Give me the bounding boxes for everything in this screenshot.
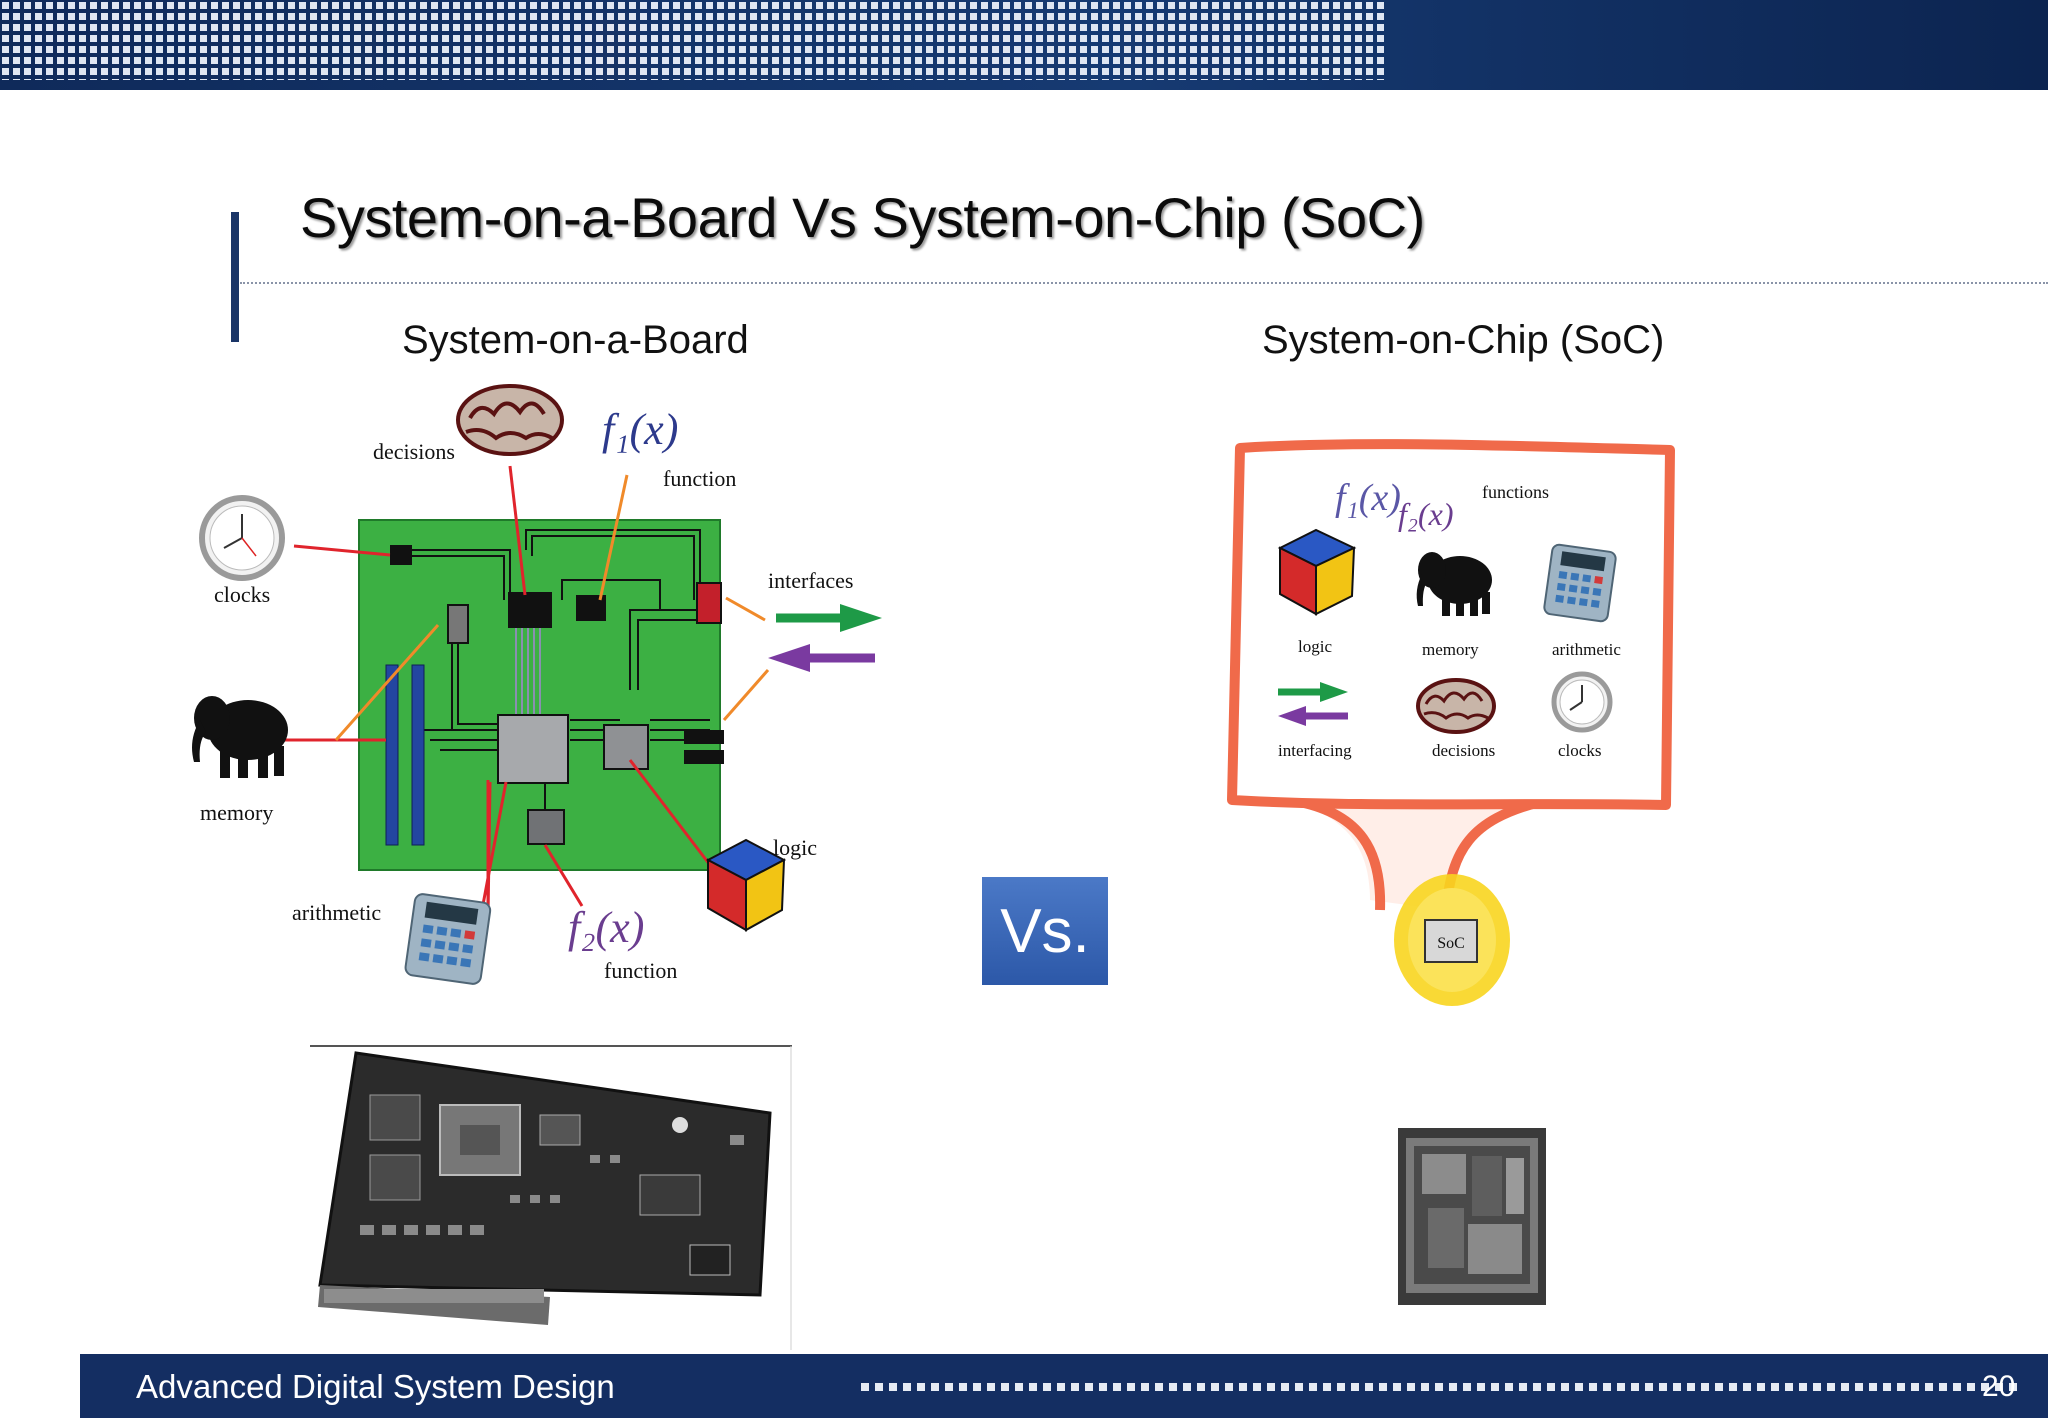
interface-connector bbox=[696, 582, 722, 624]
calculator-icon bbox=[404, 893, 492, 985]
course-title: Advanced Digital System Design bbox=[136, 1368, 615, 1405]
elephant-icon bbox=[192, 696, 288, 778]
memory-slot-2 bbox=[411, 664, 425, 846]
interface-arrows-icon bbox=[768, 604, 882, 672]
label-arithmetic: arithmetic bbox=[292, 900, 381, 925]
label-interfaces: interfaces bbox=[768, 568, 854, 593]
io-connector-2 bbox=[684, 750, 724, 764]
rubiks-cube-icon bbox=[705, 838, 787, 932]
label-f2: f₂(x) bbox=[568, 903, 644, 952]
title-divider bbox=[240, 282, 2048, 284]
slide-title: System-on-a-Board Vs System-on-Chip (SoC… bbox=[300, 186, 1425, 249]
soc-chip-label: SoC bbox=[1437, 935, 1465, 952]
soc-label-memory: memory bbox=[1422, 640, 1479, 659]
label-decisions: decisions bbox=[373, 439, 455, 464]
soc-label-arithmetic: arithmetic bbox=[1552, 640, 1621, 659]
soc-chip bbox=[1424, 919, 1478, 963]
orange-callouts bbox=[334, 474, 770, 741]
soc-label-f2: f₂(x) bbox=[1398, 496, 1454, 532]
label-logic: logic bbox=[773, 835, 817, 860]
top-banner bbox=[0, 0, 2048, 90]
clock-chip bbox=[390, 545, 412, 565]
right-heading: System-on-Chip (SoC) bbox=[1262, 318, 1665, 362]
soc-diagram: SoC f₁(x) f₂(x) functions logic memory a… bbox=[1227, 439, 1675, 1006]
footer-dot-pattern bbox=[860, 1382, 2020, 1392]
soc-label-logic: logic bbox=[1298, 637, 1332, 656]
clock-icon bbox=[199, 495, 285, 581]
processor-chip bbox=[508, 592, 552, 628]
soc-rubiks-cube-icon bbox=[1277, 528, 1357, 616]
f2-chip bbox=[527, 809, 565, 845]
io-connector-1 bbox=[684, 730, 724, 744]
label-function-top: function bbox=[663, 466, 736, 491]
banner-dot-pattern bbox=[0, 0, 1385, 80]
brain-icon bbox=[456, 384, 564, 456]
title-accent-bar bbox=[231, 212, 239, 342]
board-diagram: decisions f₁(x) function clocks interfac… bbox=[192, 384, 882, 985]
soc-label-clocks: clocks bbox=[1558, 741, 1601, 760]
circuit-board-photo bbox=[310, 1045, 792, 1350]
board-bus bbox=[515, 620, 541, 715]
left-heading: System-on-a-Board bbox=[402, 318, 749, 362]
soc-chip-photo bbox=[1398, 1128, 1546, 1305]
soc-label-f1: f₁(x) bbox=[1335, 477, 1401, 519]
small-chip bbox=[447, 604, 469, 644]
soc-brain-icon bbox=[1416, 678, 1496, 734]
soc-elephant-icon bbox=[1416, 552, 1492, 616]
edge-connector-pins bbox=[324, 1289, 544, 1303]
page-number: 20 bbox=[1982, 1370, 2016, 1403]
soc-label-decisions: decisions bbox=[1432, 741, 1495, 760]
logic-chip bbox=[603, 724, 649, 770]
footer-bar: Advanced Digital System Design 20 bbox=[80, 1354, 2048, 1418]
memory-slot-1 bbox=[385, 664, 399, 846]
main-asic bbox=[497, 714, 569, 784]
soc-label-functions: functions bbox=[1482, 482, 1549, 502]
soc-clock-icon bbox=[1551, 671, 1613, 733]
soc-label-interfacing: interfacing bbox=[1278, 741, 1352, 760]
label-function-bottom: function bbox=[604, 958, 677, 983]
label-clocks: clocks bbox=[214, 582, 270, 607]
label-f1: f₁(x) bbox=[602, 405, 678, 454]
label-memory: memory bbox=[200, 800, 273, 825]
vs-badge: Vs. bbox=[982, 877, 1108, 985]
soc-calculator-icon bbox=[1543, 543, 1617, 623]
soc-interface-arrows-icon bbox=[1278, 682, 1348, 726]
